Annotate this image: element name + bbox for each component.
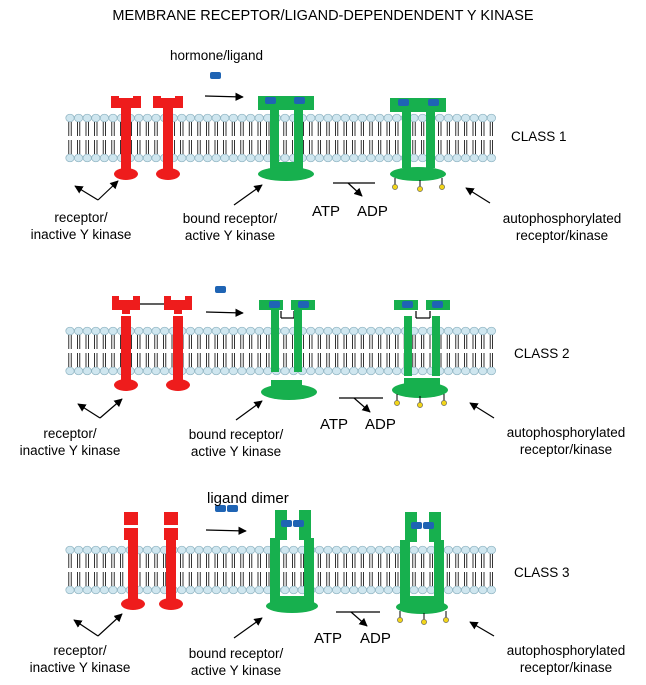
class-1-label: CLASS 1	[511, 129, 567, 144]
ligand-block	[265, 97, 276, 104]
ligand-block	[281, 520, 292, 527]
phosphate-dot	[441, 400, 447, 406]
receptor-1-bound	[258, 96, 314, 181]
bound-arrow-3	[233, 617, 263, 639]
ligand-block	[432, 301, 443, 308]
receptor-label-2b: inactive Y kinase	[19, 443, 121, 458]
atp-label-2: ATP	[320, 416, 349, 433]
adp-arrow-2	[353, 397, 371, 413]
ligand-block	[227, 505, 238, 512]
class-3-label: CLASS 3	[514, 565, 570, 580]
receptor-label-1b: inactive Y kinase	[30, 227, 132, 242]
receptor-label-3b: inactive Y kinase	[29, 660, 131, 675]
bound-arrow-1	[233, 184, 263, 206]
ligand-block	[423, 522, 434, 529]
arrows-3	[73, 505, 495, 639]
ligand-block	[398, 99, 409, 106]
ligand-block	[411, 522, 422, 529]
phosphate-dot	[443, 617, 449, 623]
ligand-block	[298, 301, 309, 308]
adp-arrow-3	[350, 611, 368, 627]
ligand-block	[293, 520, 304, 527]
hormone-ligand-label: hormone/ligand	[170, 48, 264, 63]
bound-label-3b: active Y kinase	[190, 663, 282, 678]
phosphate-dot	[439, 184, 445, 190]
ligand-dimer-label: ligand dimer	[207, 490, 289, 507]
auto-label-3a: autophosphorylated	[506, 643, 626, 658]
adp-label-1: ADP	[357, 203, 388, 220]
atp-label-3: ATP	[314, 630, 343, 647]
ligand-block	[428, 99, 439, 106]
receptor-3-auto	[396, 512, 449, 625]
bound-label-1b: active Y kinase	[184, 228, 276, 243]
ligand-block	[294, 97, 305, 104]
auto-label-2b: receptor/kinase	[519, 442, 613, 457]
auto-label-1b: receptor/kinase	[515, 228, 609, 243]
bound-label-2a: bound receptor/	[188, 427, 284, 442]
adp-label-3: ADP	[360, 630, 391, 647]
class-2-label: CLASS 2	[514, 346, 570, 361]
phosphate-dot	[417, 402, 423, 408]
auto-label-1a: autophosphorylated	[502, 211, 622, 226]
diagram-title: MEMBRANE RECEPTOR/LIGAND-DEPENDENDENT Y …	[112, 8, 534, 24]
receptor-1-auto	[390, 98, 446, 192]
arrows-1	[74, 72, 491, 206]
receptor-3-inactive	[121, 512, 183, 610]
ligand-block	[269, 301, 280, 308]
receptor-arrow-1	[74, 185, 99, 201]
bound-arrow-2	[235, 400, 263, 421]
ligand-block	[210, 72, 221, 79]
receptor-2-inactive	[112, 296, 192, 391]
auto-arrow-3	[469, 621, 495, 637]
adp-arrow-1	[347, 182, 363, 197]
auto-arrow-1	[465, 187, 491, 204]
receptor-arrow-1b	[97, 180, 119, 201]
receptor-arrow-3	[73, 619, 99, 637]
auto-label-2a: autophosphorylated	[506, 425, 626, 440]
phosphate-dot	[392, 184, 398, 190]
receptor-2-bound	[259, 300, 317, 400]
receptor-2-auto	[392, 300, 450, 408]
phosphate-dot	[421, 619, 427, 625]
phosphate-dot	[394, 400, 400, 406]
bound-label-2b: active Y kinase	[190, 444, 282, 459]
ligand-block	[402, 301, 413, 308]
ligand-arrow-2	[205, 308, 244, 317]
bound-label-3a: bound receptor/	[188, 646, 284, 661]
receptor-3-bound	[266, 510, 318, 613]
receptor-arrow-3b	[97, 613, 123, 637]
ligand-block	[215, 286, 226, 293]
receptor-1-inactive	[111, 96, 183, 180]
receptor-label-1a: receptor/	[54, 210, 108, 225]
auto-label-3b: receptor/kinase	[519, 660, 613, 675]
receptor-label-3a: receptor/	[53, 643, 107, 658]
ligand-arrow-3	[205, 526, 247, 536]
atp-label-1: ATP	[312, 203, 341, 220]
phosphate-dot	[397, 617, 403, 623]
phosphate-dot	[417, 186, 423, 192]
auto-arrow-2	[469, 402, 495, 419]
receptor-arrow-2b	[99, 398, 123, 419]
arrows-2	[77, 286, 495, 421]
bound-label-1a: bound receptor/	[182, 211, 278, 226]
adp-label-2: ADP	[365, 416, 396, 433]
receptor-arrow-2	[77, 403, 101, 419]
ligand-block	[215, 505, 226, 512]
ligand-arrow-1	[204, 92, 244, 101]
receptor-label-2a: receptor/	[43, 426, 97, 441]
